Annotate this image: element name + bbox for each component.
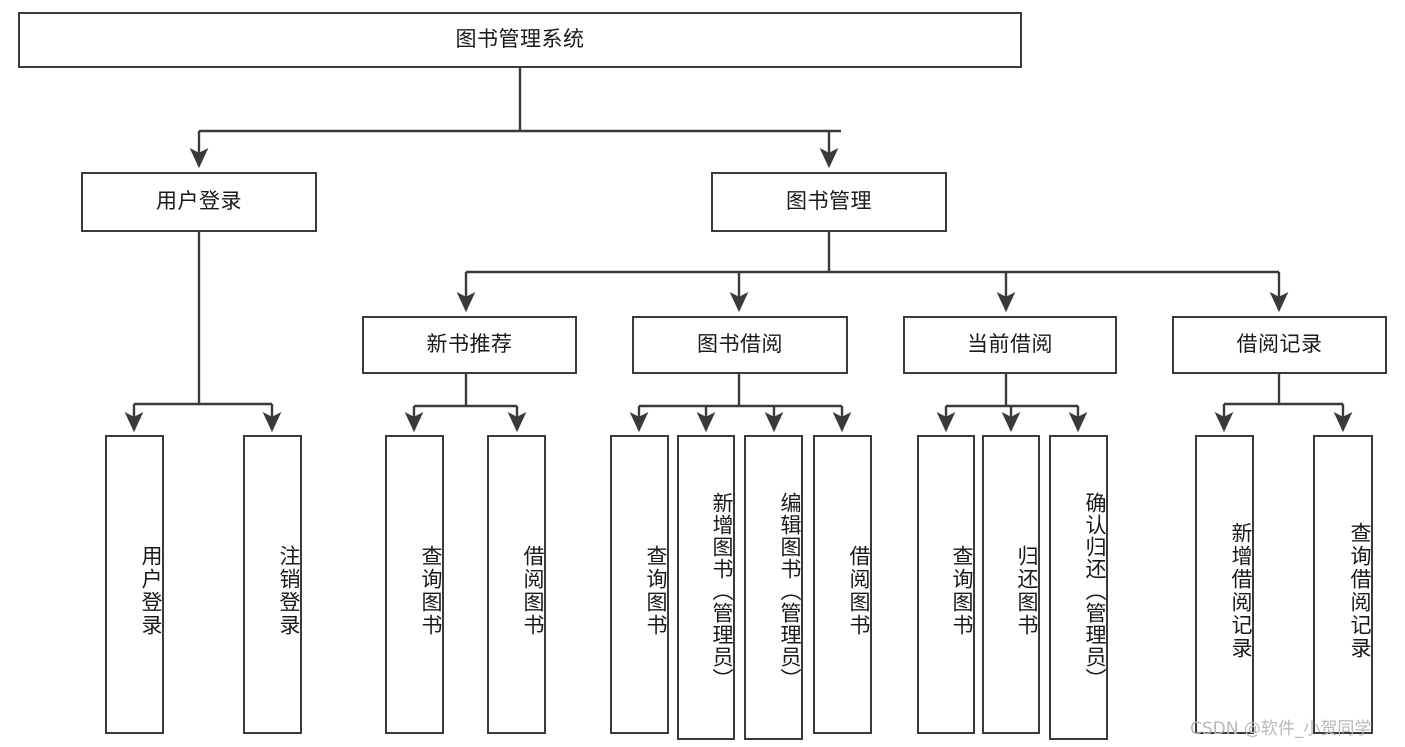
edge-group-book-borrow (629, 374, 852, 433)
node-leaf-confirm-return-admin[interactable]: 确认归还（管理员） (1049, 435, 1108, 740)
edge-group-root (189, 68, 841, 169)
edge-group-book-manage (456, 232, 1289, 313)
node-leaf-return-book[interactable]: 归还图书 (982, 435, 1040, 734)
node-leaf-query-borrow-record[interactable]: 查询借阅记录 (1313, 435, 1373, 734)
node-book-borrow[interactable]: 图书借阅 (632, 316, 848, 374)
node-root[interactable]: 图书管理系统 (18, 12, 1022, 68)
node-leaf-add-borrow-record[interactable]: 新增借阅记录 (1195, 435, 1254, 734)
edge-group-current-borrow (936, 374, 1088, 433)
node-new-book-recommend[interactable]: 新书推荐 (362, 316, 577, 374)
node-leaf-borrow-book[interactable]: 借阅图书 (813, 435, 872, 734)
node-leaf-add-book-admin[interactable]: 新增图书（管理员） (677, 435, 735, 740)
node-leaf-edit-book-admin[interactable]: 编辑图书（管理员） (744, 435, 803, 740)
node-leaf-query-book-borrow[interactable]: 查询图书 (610, 435, 669, 734)
node-book-manage[interactable]: 图书管理 (711, 172, 947, 232)
node-leaf-query-book-recommend[interactable]: 查询图书 (385, 435, 444, 734)
node-leaf-query-book-current[interactable]: 查询图书 (917, 435, 975, 734)
edge-group-user-login (124, 232, 282, 433)
csdn-watermark: CSDN @软件_小贺同学 (1190, 719, 1372, 739)
node-leaf-user-login[interactable]: 用户登录 (105, 435, 164, 734)
edge-group-new-book-rec (404, 374, 527, 433)
node-leaf-logout[interactable]: 注销登录 (243, 435, 302, 734)
node-current-borrow[interactable]: 当前借阅 (903, 316, 1117, 374)
edge-group-borrow-record (1214, 374, 1353, 433)
node-user-login[interactable]: 用户登录 (81, 172, 317, 232)
node-borrow-record[interactable]: 借阅记录 (1172, 316, 1387, 374)
node-leaf-borrow-book-recommend[interactable]: 借阅图书 (487, 435, 546, 734)
